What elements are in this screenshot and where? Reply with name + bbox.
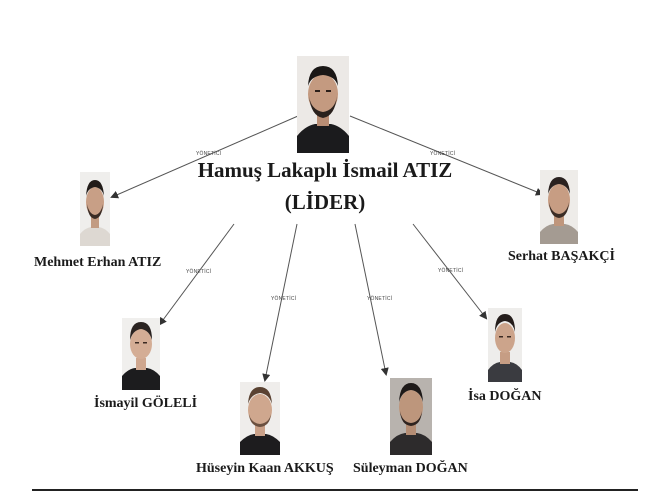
member-name-ismayil: İsmayil GÖLELİ	[94, 396, 198, 411]
leader-role: (LİDER)	[284, 190, 366, 214]
member-name-serhat: Serhat BAŞAKÇİ	[508, 249, 615, 264]
edge-label-ismayil: YÖNETİCİ	[186, 269, 212, 275]
edge-label-huseyin: YÖNETİCİ	[271, 296, 297, 302]
member-name-suleyman: Süleyman DOĞAN	[353, 461, 468, 476]
edge-to-mehmet	[110, 115, 299, 199]
edge-to-serhat	[349, 115, 544, 196]
member-photo-ismayil	[122, 318, 160, 390]
edge-label-isa: YÖNETİCİ	[438, 268, 464, 274]
member-name-huseyin: Hüseyin Kaan AKKUŞ	[196, 461, 334, 476]
edge-label-mehmet: YÖNETİCİ	[196, 151, 222, 157]
bottom-divider	[32, 489, 638, 491]
member-photo-isa	[488, 308, 522, 382]
edge-label-suleyman: YÖNETİCİ	[367, 296, 393, 302]
member-name-mehmet: Mehmet Erhan ATIZ	[34, 255, 162, 270]
member-photo-huseyin	[240, 382, 280, 455]
edge-to-ismayil	[158, 223, 235, 326]
member-name-isa: İsa DOĞAN	[468, 389, 542, 404]
edge-to-isa	[412, 223, 488, 320]
member-photo-mehmet	[80, 172, 110, 246]
leader-photo	[297, 56, 349, 153]
edge-to-suleyman	[354, 223, 389, 376]
member-photo-serhat	[540, 170, 578, 244]
member-photo-suleyman	[390, 378, 432, 455]
leader-name: Hamuş Lakaplı İsmail ATIZ	[197, 158, 453, 182]
edge-label-serhat: YÖNETİCİ	[430, 151, 456, 157]
edge-to-huseyin	[262, 223, 298, 382]
